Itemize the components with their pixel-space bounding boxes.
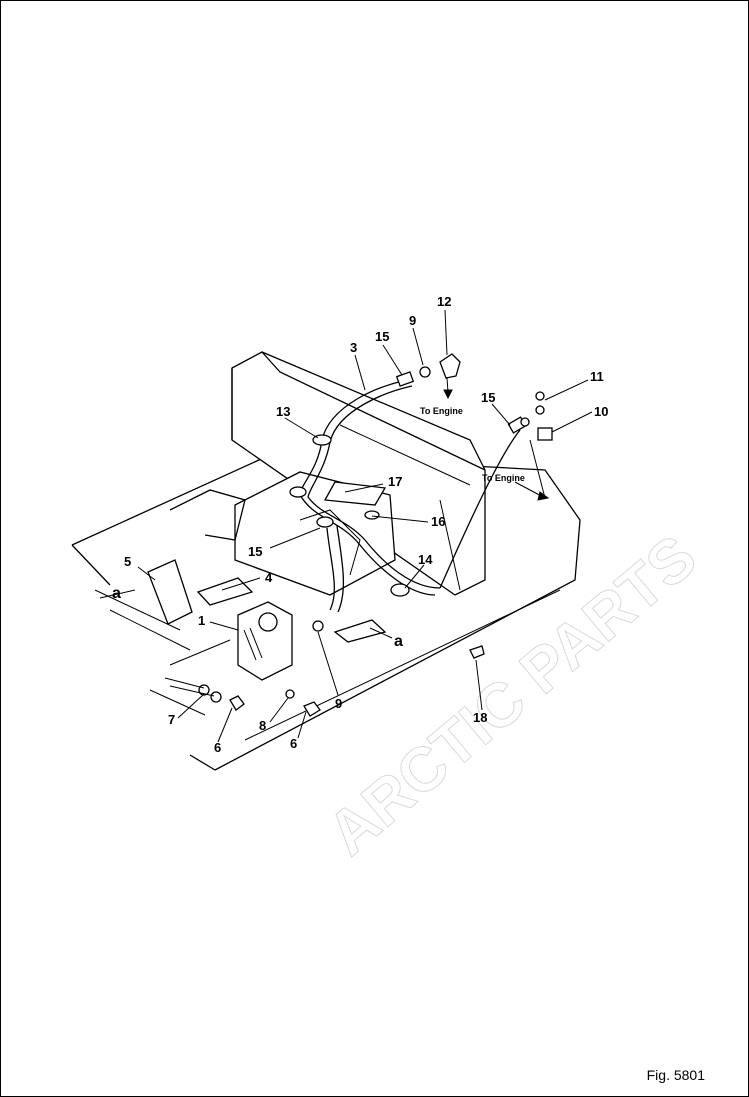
- to-engine-note: To Engine: [482, 473, 525, 483]
- machine-frame: [71, 454, 581, 771]
- leader-lines: [137, 309, 593, 743]
- callout-labels: 12 9 15 3 11 10 15 13 17 16 15 14 5 4 1 …: [124, 294, 608, 755]
- watermark: ARCTIC PARTS: [315, 522, 710, 870]
- callout-13: 13: [276, 404, 290, 419]
- callout-4: 4: [265, 570, 273, 585]
- to-engine-note: To Engine: [420, 406, 463, 416]
- callout-9: 9: [335, 696, 342, 711]
- callout-15: 15: [248, 544, 262, 559]
- svg-text:ARCTIC PARTS: ARCTIC PARTS: [315, 522, 709, 869]
- callout-7: 7: [168, 712, 175, 727]
- arrows: [99, 377, 550, 639]
- callout-1: 1: [198, 613, 205, 628]
- section-marker-a: a: [394, 633, 403, 650]
- compartment: [169, 471, 396, 596]
- callout-10: 10: [594, 404, 608, 419]
- callout-15: 15: [375, 329, 389, 344]
- destination-notes: To Engine To Engine: [420, 406, 525, 483]
- callout-14: 14: [418, 552, 433, 567]
- callout-18: 18: [473, 710, 487, 725]
- callout-16: 16: [431, 514, 445, 529]
- callout-6: 6: [290, 736, 297, 751]
- callout-6: 6: [214, 740, 221, 755]
- fittings: [289, 353, 553, 659]
- section-marker-a: a: [112, 585, 121, 602]
- loose-parts: [198, 620, 324, 717]
- section-markers: a a: [112, 585, 403, 650]
- figure-caption: Fig. 5801: [646, 1067, 705, 1083]
- callout-3: 3: [350, 340, 357, 355]
- callout-9: 9: [409, 313, 416, 328]
- callout-5: 5: [124, 554, 131, 569]
- heater-unit: [147, 559, 387, 681]
- callout-17: 17: [388, 474, 402, 489]
- engine-hood: [231, 351, 486, 596]
- callout-8: 8: [259, 718, 266, 733]
- callout-15: 15: [481, 390, 495, 405]
- callout-11: 11: [590, 369, 604, 384]
- callout-12: 12: [437, 294, 451, 309]
